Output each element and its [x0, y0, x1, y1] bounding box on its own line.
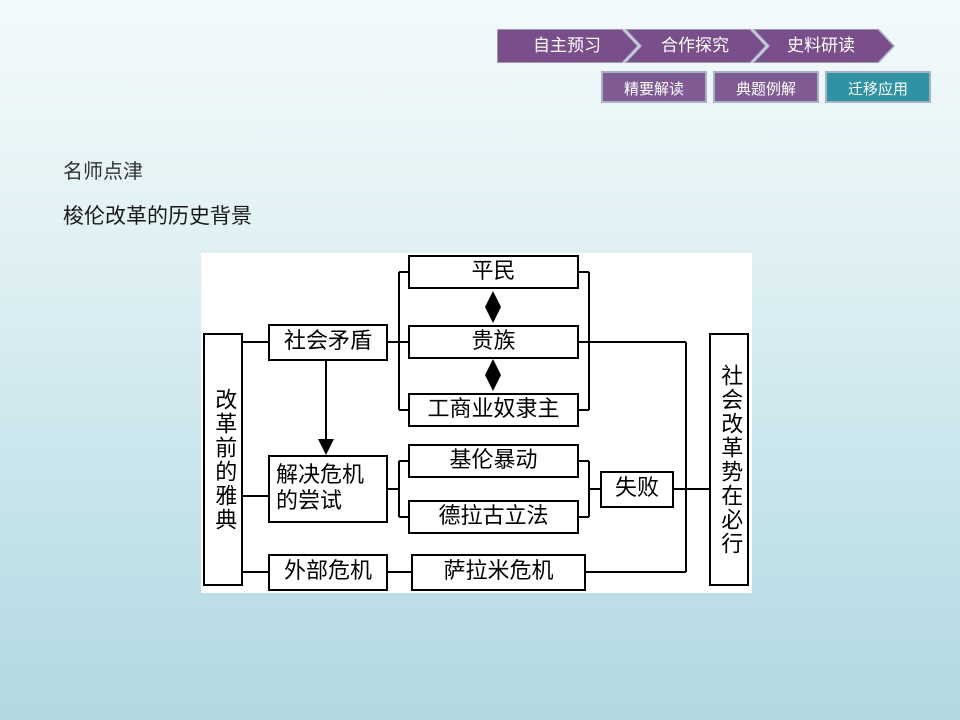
node-merchant-slaveowners: 工商业奴隶主 [408, 393, 579, 427]
subtab-example-questions[interactable]: 典题例解 [713, 71, 819, 103]
topic-title: 梭伦改革的历史背景 [63, 204, 252, 228]
node-nobles: 贵族 [408, 325, 579, 359]
node-draco-law: 德拉古立法 [408, 500, 579, 534]
attempt-line-2: 的尝试 [276, 489, 343, 514]
connector-lines [242, 271, 709, 573]
attempt-line-1: 解决危机 [276, 462, 365, 488]
node-attempt-to-resolve: 解决危机 的尝试 [268, 455, 388, 523]
main-nav: 自主预习 合作探究 史料研读 [497, 29, 897, 63]
tab-cooperative-inquiry[interactable]: 合作探究 [661, 36, 729, 56]
reform-background-diagram: 改革前的雅典 社会改革势在必行 社会矛盾 平民 贵族 工商业奴隶主 解决危机 的… [201, 253, 752, 593]
node-salamis-crisis: 萨拉米危机 [411, 554, 586, 591]
subtab-transfer-application[interactable]: 迁移应用 [825, 71, 931, 103]
subtab-key-interpretation[interactable]: 精要解读 [601, 71, 707, 103]
nav-tab-shape-1 [497, 29, 640, 63]
node-reform-inevitable: 社会改革势在必行 [709, 333, 749, 586]
tab-source-study[interactable]: 史料研读 [787, 36, 855, 56]
node-kylon-revolt: 基伦暴动 [408, 444, 579, 478]
main-nav-shapes [497, 29, 896, 63]
node-commoners: 平民 [408, 255, 579, 289]
nav-tab-shape-3 [751, 29, 896, 63]
section-title: 名师点津 [63, 159, 143, 183]
node-external-crisis: 外部危机 [268, 554, 388, 591]
node-failure: 失败 [600, 471, 674, 508]
node-athens-before-reform: 改革前的雅典 [203, 333, 243, 586]
node-social-conflict: 社会矛盾 [268, 324, 388, 361]
nav-tab-shape-2 [623, 29, 768, 63]
tab-self-study[interactable]: 自主预习 [533, 36, 601, 56]
